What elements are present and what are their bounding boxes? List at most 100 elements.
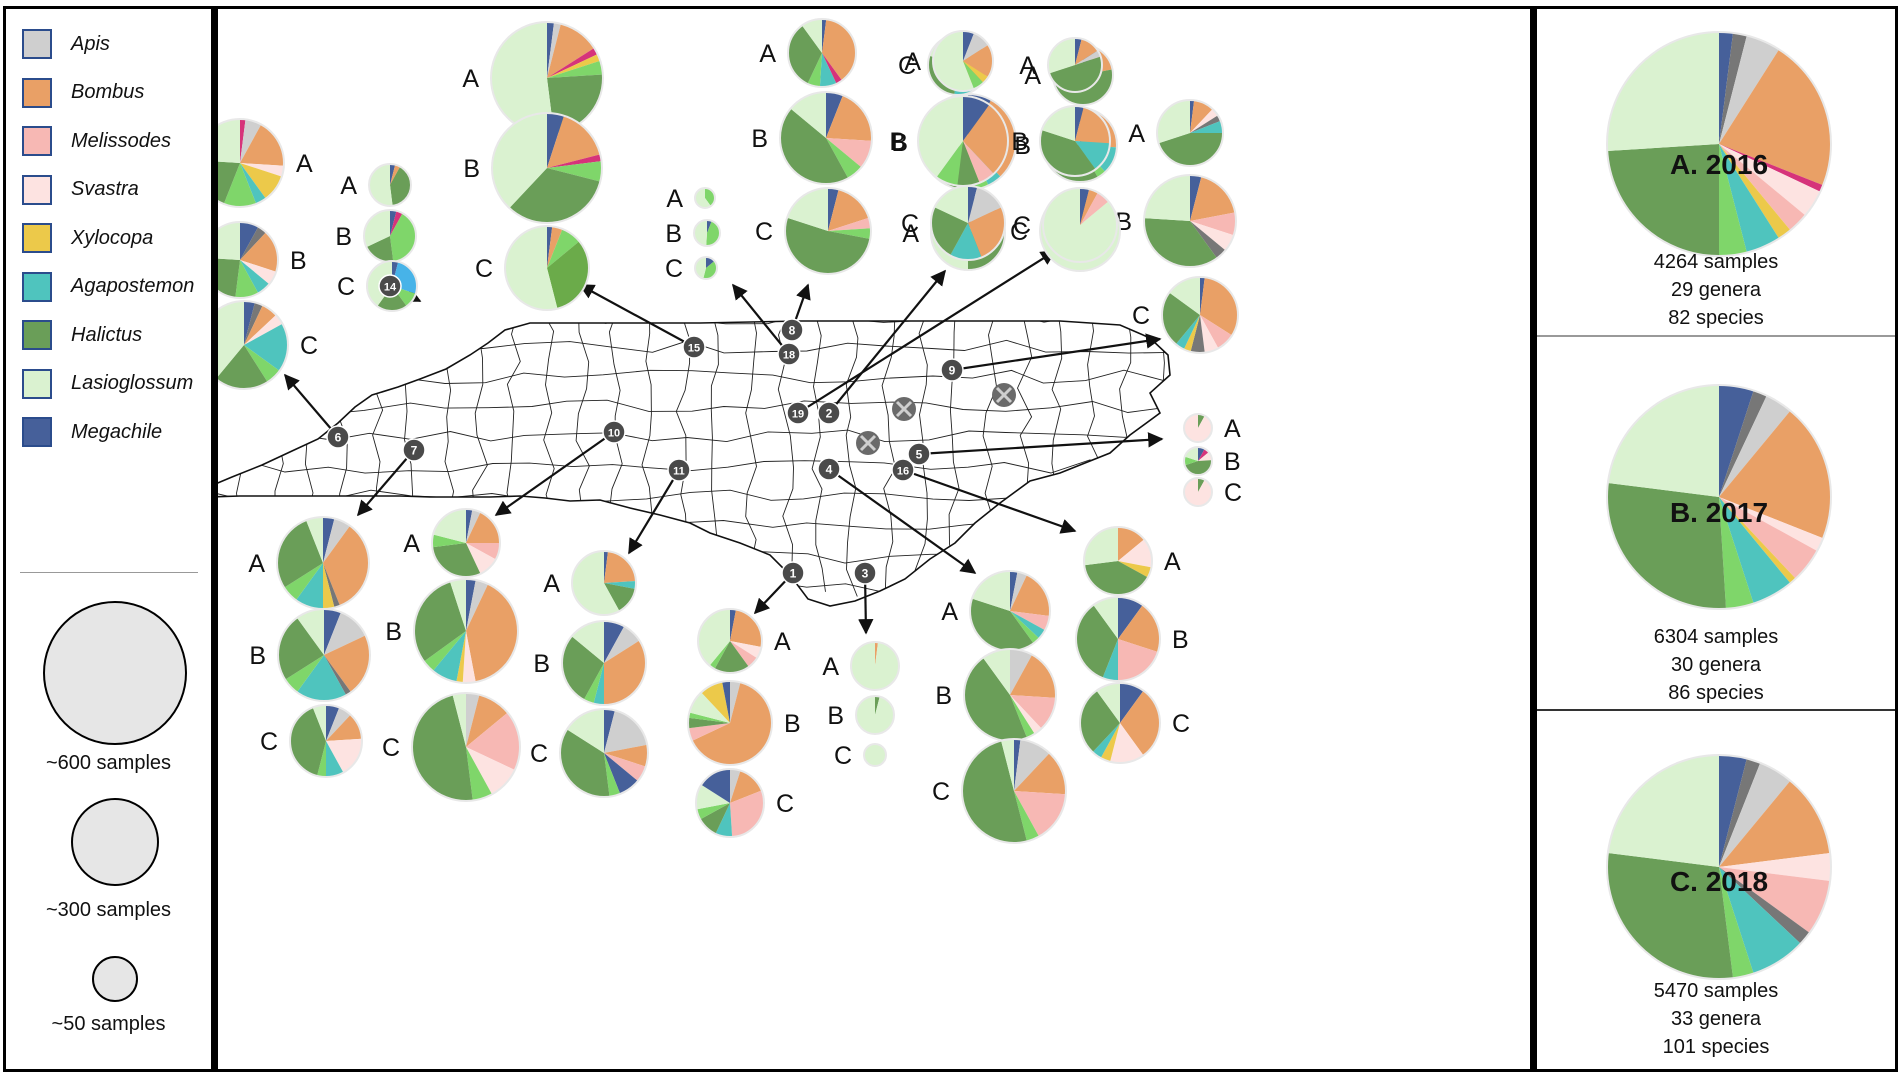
excluded-site-x-1: [992, 383, 1016, 407]
pie-slice-bright: [807, 53, 822, 87]
pie-outline: [1143, 174, 1237, 268]
site-marker-14: 14: [378, 274, 402, 298]
arrow-site-11: [628, 469, 680, 555]
pie-slice-bright: [604, 753, 621, 797]
pie-slice-megachile: [390, 164, 396, 185]
pie-slice-svastra: [244, 314, 283, 345]
pie-slice-melissodes: [1118, 639, 1158, 681]
pie-slice-halictus: [957, 141, 980, 187]
pie-slice-megachile: [604, 709, 615, 753]
pie-outline: [694, 187, 716, 209]
legend-item-melissodes: Melissodes: [22, 121, 171, 161]
pie-slice-apis: [1719, 35, 1780, 144]
pie-slice-svastra: [1183, 414, 1212, 442]
site-3-pie-b: [855, 695, 895, 735]
site-marker-label: 8: [789, 324, 796, 338]
year-2016-samples: 4264 samples: [1653, 251, 1779, 273]
site-marker-label: 9: [949, 364, 956, 378]
pie-slice-bombus: [240, 232, 278, 272]
pie-slice-bombus: [1719, 780, 1831, 867]
pie-outline: [784, 187, 872, 275]
site-marker-16: 16: [891, 458, 915, 482]
excluded-site-x-0: [892, 397, 916, 421]
pie-slice-magenta: [547, 47, 598, 78]
pie-slice-melissodes: [828, 217, 871, 231]
pie-outline: [571, 550, 637, 616]
site-marker-label: 11: [673, 466, 685, 478]
pie-slice-agapostemon: [1190, 120, 1223, 133]
pie-outline: [277, 608, 371, 702]
pie-slice-bombus: [1190, 176, 1236, 221]
pie-slice-apis: [604, 626, 640, 663]
pie-slice-svastra: [240, 260, 277, 285]
pie-slice-lasioglossum: [1047, 38, 1075, 74]
pie-outline: [368, 163, 412, 207]
pie-slice-lasioglossum: [697, 609, 730, 666]
arrow-site-5: [918, 432, 1164, 456]
pie-slice-halictus: [687, 717, 730, 729]
pie-label: C: [665, 255, 683, 283]
arrow-site-7: [356, 449, 415, 517]
pie-slice-lasioglossum: [1169, 277, 1200, 315]
pie-slice-halictus: [964, 657, 1027, 741]
site-marker-label: 14: [384, 282, 397, 294]
site-17-pie-b: [1143, 174, 1237, 268]
pie-slice-lasioglossum: [572, 551, 620, 616]
pie-slice-gray: [323, 563, 340, 608]
pie-slice-xylocopa: [1719, 144, 1791, 239]
pie-label: C: [260, 728, 278, 756]
pie-label: C: [1132, 302, 1150, 330]
pie-slice-agapostemon: [593, 663, 604, 705]
site-marker-label: 2: [826, 407, 833, 421]
pie-label: A: [1164, 548, 1181, 576]
site-marker-4: 4: [817, 457, 841, 481]
year-divider-1: [1537, 335, 1895, 337]
pie-slice-bombus: [1200, 277, 1238, 336]
site-10: ABC: [382, 508, 521, 802]
legend-item-apis: Apis: [22, 24, 110, 64]
pie-slice-bombus: [1075, 107, 1110, 144]
pie-slice-gray: [1719, 390, 1767, 497]
pie-outline: [1042, 187, 1118, 263]
pie-label: A: [340, 172, 357, 200]
pie-label: A: [904, 48, 921, 76]
pie-label: C: [834, 742, 852, 770]
site-4-pie-b: [963, 648, 1057, 742]
site-pies: ABCABCABCABCABCABCABCABCCABCABCABCABCABC…: [195, 18, 1242, 844]
pie-slice-bright: [547, 60, 603, 78]
pie-slice-apis: [1014, 739, 1050, 791]
pie-slice-bright: [826, 138, 862, 179]
pie-outline: [694, 256, 718, 280]
pie-slice-gray: [1719, 32, 1747, 144]
arrow-site-10: [494, 431, 615, 516]
site-14-pie-a: [368, 163, 412, 207]
legend-swatch: [22, 174, 52, 205]
pie-slice-melissodes: [1719, 867, 1831, 933]
arrow-site-9: [951, 333, 1162, 372]
pie-label: B: [1014, 132, 1031, 160]
pie-slice-bright: [828, 228, 872, 240]
site-11-pie-a: [571, 550, 637, 616]
pie-label: B: [335, 223, 352, 251]
site-11: ABC: [530, 550, 649, 798]
pie-label: B: [889, 128, 906, 156]
pie-slice-gray: [1719, 758, 1761, 867]
site-marker-label: 1: [790, 567, 797, 581]
pie-label: B: [665, 220, 682, 248]
pie-outline: [687, 680, 773, 766]
legend-label: Megachile: [71, 420, 163, 443]
pie-slice-lasioglossum: [1606, 32, 1719, 152]
site-21-pie-c: [1042, 187, 1118, 263]
pie-slice-apis: [547, 22, 561, 78]
pie-slice-megachile: [1010, 571, 1018, 611]
pie-slice-megachile: [324, 609, 341, 655]
pie-slice-bombus: [604, 744, 649, 767]
site-marker-1: 1: [781, 561, 805, 585]
pie-slice-bombus: [1118, 605, 1160, 652]
pie-slice-apis: [240, 119, 262, 163]
pie-slice-agapostemon: [715, 803, 733, 837]
site-10-pie-b: [413, 578, 519, 684]
pie-slice-bombus: [547, 23, 595, 78]
pie-outline: [1606, 384, 1832, 610]
